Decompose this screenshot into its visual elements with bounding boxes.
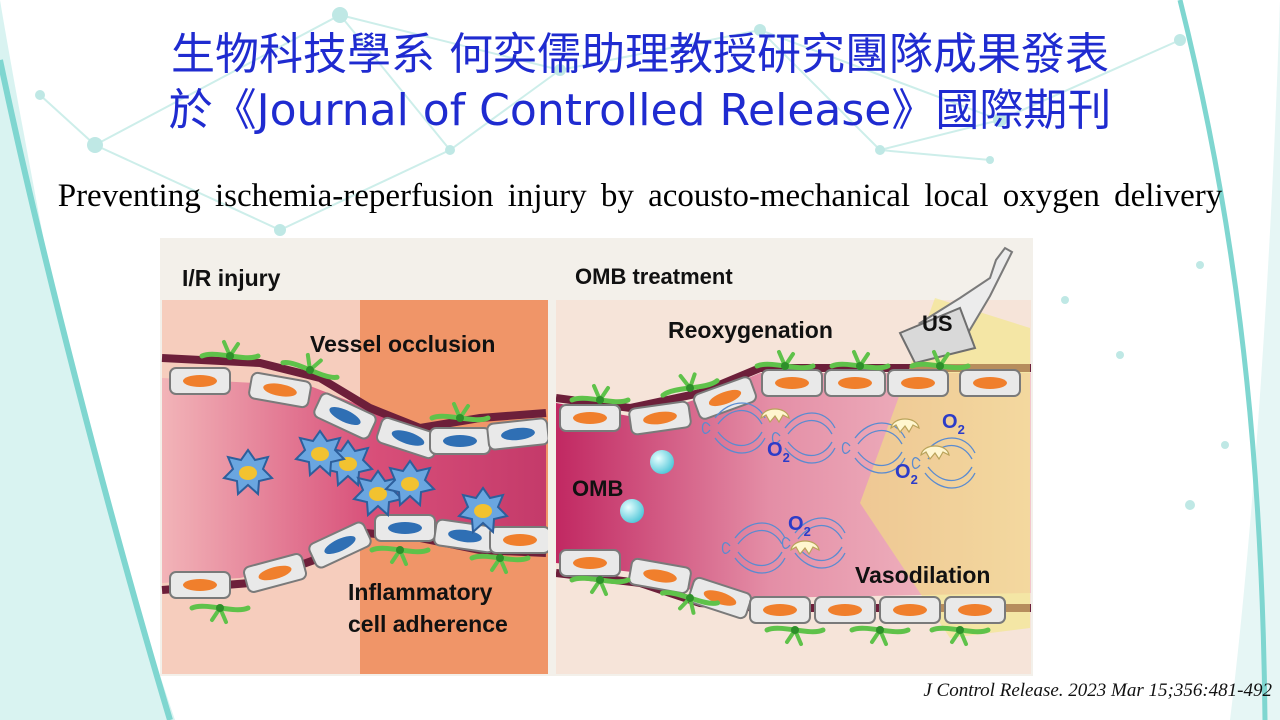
graphical-abstract-figure: I/R injury Vessel occlusion Inflammatory…: [160, 238, 1033, 676]
o2-label: O2: [895, 461, 918, 487]
page-title-line-2: 於《Journal of Controlled Release》國際期刊: [168, 85, 1112, 136]
o2-label: O2: [788, 513, 811, 539]
page-title-line-1: 生物科技學系 何奕儒助理教授研究團隊成果發表: [171, 29, 1109, 80]
o2-label: O2: [942, 411, 965, 437]
right-panel-omb-treatment: OMB treatment Reoxygenation US OMB Vasod…: [555, 246, 1031, 674]
label-omb: OMB: [572, 476, 623, 501]
o2-label: O2: [767, 439, 790, 465]
oxygen-labels: O2 O2 O2 O2: [767, 411, 965, 539]
label-ultrasound: US: [922, 311, 953, 336]
label-inflammatory-line-2: cell adherence: [348, 611, 508, 637]
label-vasodilation: Vasodilation: [855, 562, 990, 588]
left-panel-ir-injury: I/R injury Vessel occlusion Inflammatory…: [161, 265, 551, 674]
label-vessel-occlusion: Vessel occlusion: [310, 331, 495, 357]
citation: J Control Release. 2023 Mar 15;356:481-4…: [923, 680, 1272, 701]
paper-title: Preventing ischemia-reperfusion injury b…: [57, 178, 1223, 214]
label-reoxygenation: Reoxygenation: [668, 317, 833, 343]
left-panel-heading: I/R injury: [182, 265, 281, 291]
right-panel-heading: OMB treatment: [575, 264, 733, 289]
label-inflammatory-line-1: Inflammatory: [348, 579, 493, 605]
